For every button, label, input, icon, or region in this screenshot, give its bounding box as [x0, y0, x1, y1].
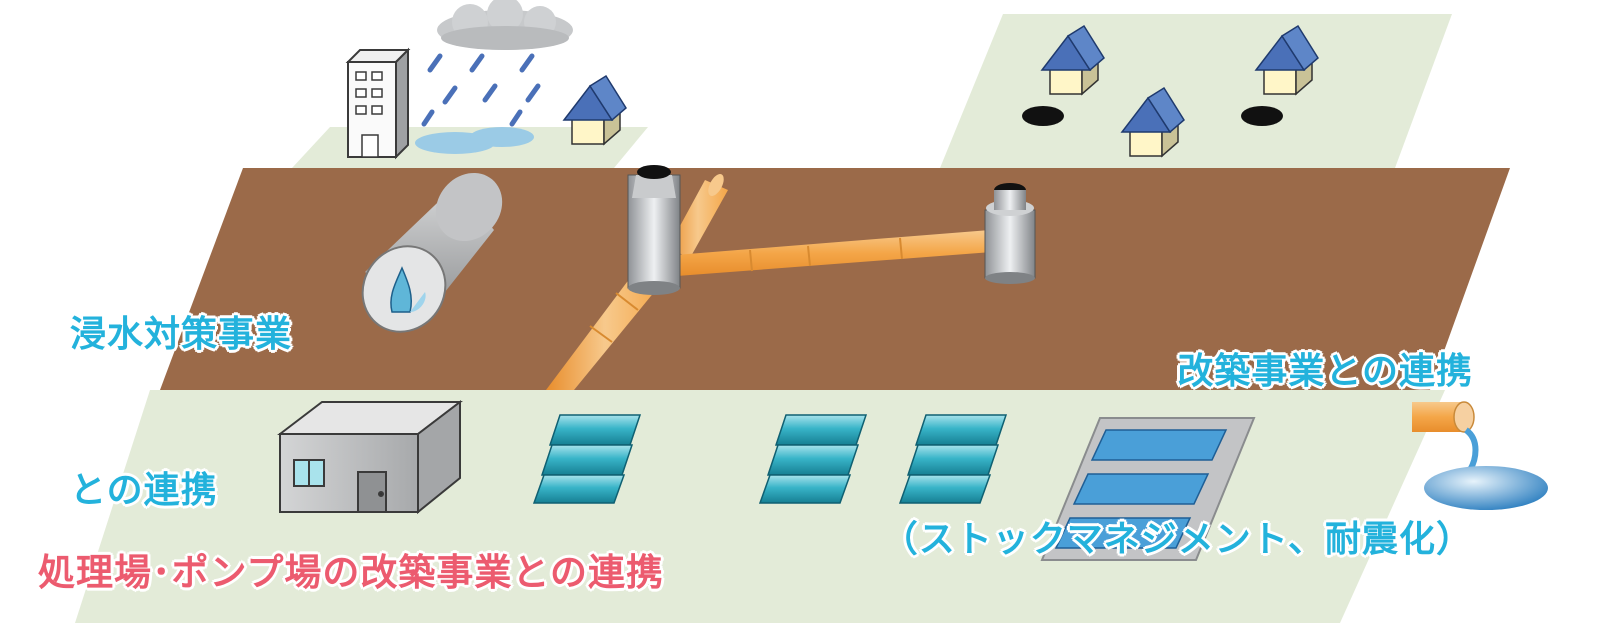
rain-lines [421, 53, 541, 127]
sewer-pipe-diagonal-lower [546, 262, 664, 390]
house-icon [1254, 24, 1319, 96]
ground-upper-right [940, 14, 1452, 168]
sedimentation-tank-icon [898, 414, 1008, 504]
house-icon [562, 74, 627, 146]
rain-cloud-icon [437, 0, 573, 50]
flood-control-label-line1: 浸水対策事業 [70, 314, 293, 355]
pump-station-icon [277, 399, 463, 515]
house-icon [1120, 86, 1185, 158]
sewer-pipe-diagonal-upper [668, 174, 728, 258]
sewer-renewal-label: 改築事業との連携 （ストックマネジメント、耐震化） [882, 232, 1473, 624]
manhole-icon [1241, 106, 1283, 126]
soil-layer [160, 168, 1510, 390]
sewer-pipe-horizontal [675, 230, 992, 276]
manhole-shaft-left [627, 165, 681, 295]
flood-control-label: 浸水対策事業 との連携 [70, 205, 292, 569]
sewer-renewal-label-line2: （ストックマネジメント、耐震化） [881, 519, 1473, 560]
flood-control-label-line2: との連携 [70, 470, 218, 511]
sedimentation-tank-icon [758, 414, 868, 504]
sedimentation-tank-icon [532, 414, 642, 504]
storage-pipe-icon [361, 172, 503, 333]
sewer-renewal-label-line1: 改築事業との連携 [1177, 351, 1473, 392]
house-icon [1040, 24, 1105, 96]
building-icon [345, 47, 411, 160]
plant-renewal-label: 処理場･ポンプ場の改築事業との連携 [38, 551, 665, 594]
manhole-shaft-right [984, 183, 1036, 284]
outfall-icon [1412, 401, 1548, 510]
manhole-icon [1022, 106, 1064, 126]
treatment-basin-icon [1040, 417, 1256, 561]
